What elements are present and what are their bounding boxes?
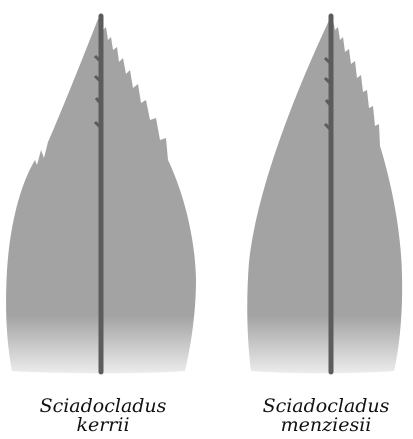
species-label: kerrii bbox=[0, 416, 206, 435]
leaf-illustration-kerrii bbox=[0, 0, 206, 380]
leaf-illustration-menziesii bbox=[207, 0, 413, 380]
specimen-panel-menziesii: Sciadocladus menziesii bbox=[207, 0, 413, 439]
leaf-blade bbox=[247, 14, 402, 373]
species-label: menziesii bbox=[223, 416, 413, 435]
specimen-panel-kerrii: Sciadocladus kerrii bbox=[0, 0, 206, 439]
